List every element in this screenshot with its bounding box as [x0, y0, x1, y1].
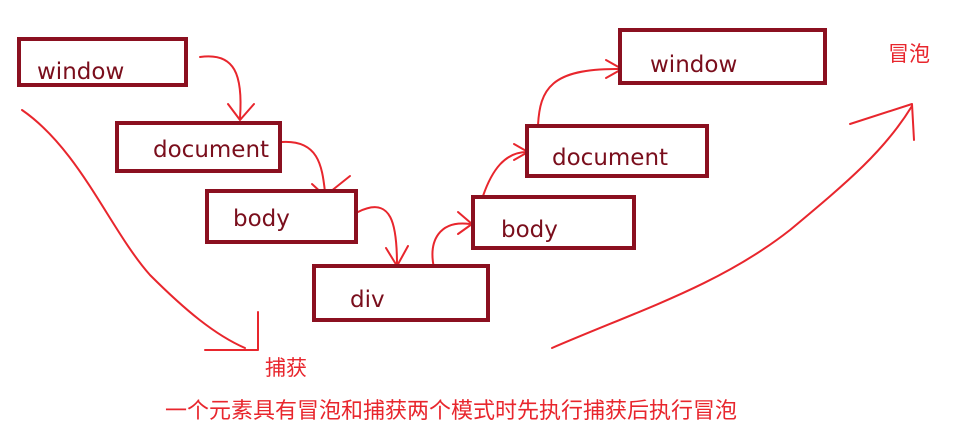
- caption-text: 一个元素具有冒泡和捕获两个模式时先执行捕获后执行冒泡: [165, 399, 738, 424]
- arrow-document-to-body: [281, 140, 326, 193]
- bubble-big-arrowhead: [849, 103, 915, 141]
- target-div-label: div: [350, 287, 385, 313]
- capture-window-box: window: [17, 37, 188, 87]
- arrow-div-to-body: [431, 222, 471, 269]
- capture-document-label: document: [153, 137, 270, 163]
- bubble-document-label: document: [552, 145, 669, 171]
- bubble-big-arrow: [551, 105, 913, 349]
- bubble-body-box: body: [471, 195, 636, 250]
- target-div-box: div: [312, 264, 490, 322]
- bubble-body-label: body: [501, 217, 558, 243]
- arrowhead-window-to-document: [227, 103, 255, 121]
- arrow-body-to-div: [357, 206, 398, 266]
- bubble-window-box: window: [618, 28, 827, 85]
- capture-phase-label: 捕获: [265, 356, 307, 380]
- capture-document-box: document: [115, 121, 282, 173]
- capture-window-label: window: [37, 59, 125, 85]
- bubble-window-label: window: [650, 52, 738, 78]
- capture-big-arrow: [21, 109, 246, 349]
- arrow-window-to-document: [199, 55, 242, 119]
- arrow-body-to-document: [482, 151, 528, 197]
- capture-big-arrowhead: [204, 311, 259, 351]
- bubble-phase-label: 冒泡: [888, 42, 930, 66]
- capture-body-box: body: [205, 189, 358, 244]
- bubble-document-box: document: [525, 124, 709, 178]
- arrow-document-to-window: [537, 67, 621, 126]
- capture-body-label: body: [233, 206, 290, 232]
